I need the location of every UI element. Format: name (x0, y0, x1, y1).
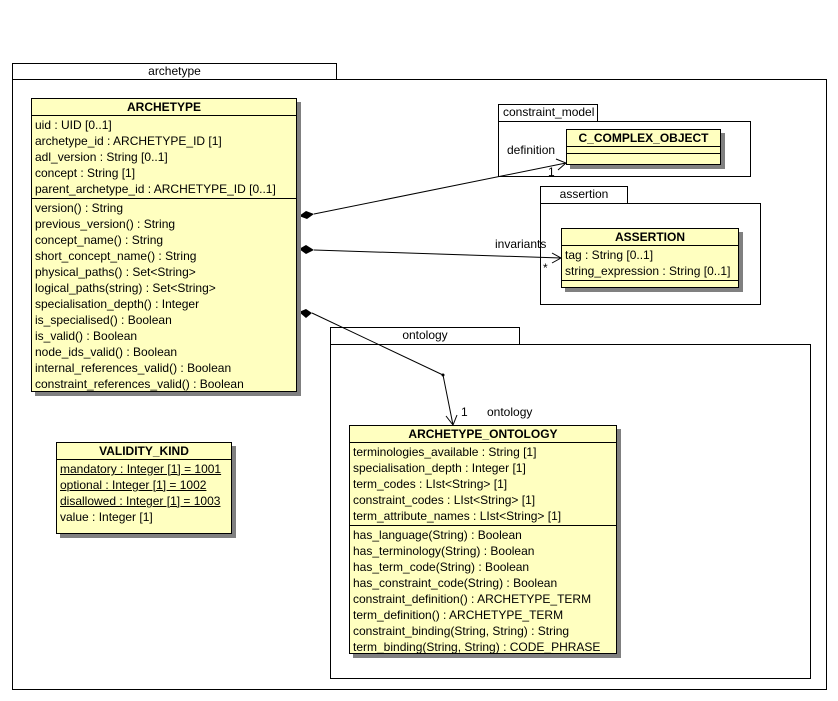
operation: specialisation_depth() : Integer (35, 297, 200, 311)
operations-section: has_language(String) : Boolean has_termi… (350, 526, 616, 656)
attributes-section (567, 147, 720, 154)
operation: is_specialised() : Boolean (35, 313, 172, 327)
attribute: terminologies_available : String [1] (353, 445, 537, 459)
role-label-invariants: invariants (495, 237, 547, 251)
class-name: ARCHETYPE_ONTOLOGY (350, 426, 616, 443)
operation: has_constraint_code(String) : Boolean (353, 576, 558, 590)
operation: physical_paths() : Set<String> (35, 265, 196, 279)
attribute: constraint_codes : LIst<String> [1] (353, 493, 536, 507)
class-archetype-ontology[interactable]: ARCHETYPE_ONTOLOGY terminologies_availab… (349, 425, 617, 654)
attribute: optional : Integer [1] = 1002 (60, 478, 207, 492)
package-tab-assertion: assertion (540, 186, 628, 204)
attribute: string_expression : String [0..1] (565, 264, 731, 278)
class-name: C_COMPLEX_OBJECT (567, 130, 720, 147)
class-archetype[interactable]: ARCHETYPE uid : UID [0..1] archetype_id … (31, 98, 297, 392)
package-tab-ontology: ontology (330, 327, 520, 345)
role-label-definition: definition (507, 143, 556, 157)
operation: has_language(String) : Boolean (353, 528, 522, 542)
attributes-section: mandatory : Integer [1] = 1001 optional … (57, 460, 231, 526)
attribute: uid : UID [0..1] (35, 118, 112, 132)
attribute: adl_version : String [0..1] (35, 150, 168, 164)
attribute: mandatory : Integer [1] = 1001 (60, 462, 222, 476)
class-name: VALIDITY_KIND (57, 443, 231, 460)
operation: short_concept_name() : String (35, 249, 197, 263)
attribute: archetype_id : ARCHETYPE_ID [1] (35, 134, 222, 148)
operation: node_ids_valid() : Boolean (35, 345, 178, 359)
operation: has_term_code(String) : Boolean (353, 560, 530, 574)
multiplicity-label-ontology: 1 (461, 405, 468, 419)
multiplicity-label-invariants: * (543, 261, 548, 275)
operation: has_terminology(String) : Boolean (353, 544, 535, 558)
operation: version() : String (35, 201, 124, 215)
attribute: concept : String [1] (35, 166, 136, 180)
operation: term_definition() : ARCHETYPE_TERM (353, 608, 564, 622)
operation: constraint_binding(String, String) : Str… (353, 624, 570, 638)
attribute: value : Integer [1] (60, 510, 153, 524)
attribute: tag : String [0..1] (565, 248, 654, 262)
multiplicity-label-definition: 1 (548, 165, 555, 179)
operation: previous_version() : String (35, 217, 176, 231)
attributes-section: terminologies_available : String [1] spe… (350, 443, 616, 526)
attribute: term_attribute_names : LIst<String> [1] (353, 509, 562, 523)
operations-section: version() : String previous_version() : … (32, 199, 296, 393)
attributes-section: uid : UID [0..1] archetype_id : ARCHETYP… (32, 116, 296, 199)
operations-section (567, 154, 720, 160)
operation: internal_references_valid() : Boolean (35, 361, 232, 375)
attribute: disallowed : Integer [1] = 1003 (60, 494, 221, 508)
operations-section (562, 281, 738, 287)
role-label-ontology: ontology (487, 405, 533, 419)
attribute: specialisation_depth : Integer [1] (353, 461, 526, 475)
class-name: ASSERTION (562, 229, 738, 246)
operation: constraint_references_valid() : Boolean (35, 377, 244, 391)
class-validity-kind[interactable]: VALIDITY_KIND mandatory : Integer [1] = … (56, 442, 232, 534)
package-tab-constraint-model: constraint_model (498, 104, 598, 122)
operation: term_binding(String, String) : CODE_PHRA… (353, 640, 601, 654)
operation: is_valid() : Boolean (35, 329, 138, 343)
operation: concept_name() : String (35, 233, 164, 247)
class-name: ARCHETYPE (32, 99, 296, 116)
attribute: term_codes : LIst<String> [1] (353, 477, 508, 491)
package-tab-archetype: archetype (12, 63, 337, 80)
attributes-section: tag : String [0..1] string_expression : … (562, 246, 738, 281)
attribute: parent_archetype_id : ARCHETYPE_ID [0..1… (35, 182, 276, 196)
class-assertion[interactable]: ASSERTION tag : String [0..1] string_exp… (561, 228, 739, 288)
operation: constraint_definition() : ARCHETYPE_TERM (353, 592, 592, 606)
class-c-complex-object[interactable]: C_COMPLEX_OBJECT (566, 129, 721, 165)
operation: logical_paths(string) : Set<String> (35, 281, 216, 295)
